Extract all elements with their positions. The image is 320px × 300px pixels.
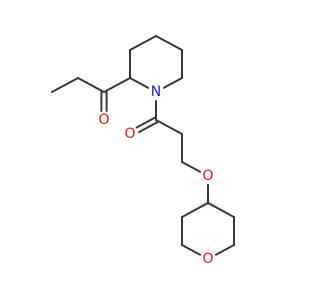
bond-amide-double-a bbox=[135, 116, 156, 129]
bond-oxane-4 bbox=[214, 244, 235, 256]
bond-ring-3 bbox=[155, 35, 183, 51]
bond-methyl-ethyl bbox=[51, 77, 79, 93]
atom-label-o4: O bbox=[202, 251, 213, 267]
atom-label-o2: O bbox=[124, 126, 135, 142]
bond-carbonyl-ring bbox=[103, 77, 131, 93]
bond-ring-6 bbox=[129, 77, 150, 89]
bond-oxane-1 bbox=[181, 202, 209, 218]
bond-chain-ether bbox=[181, 161, 202, 173]
bond-amide-chain bbox=[155, 119, 183, 135]
bond-ethyl-carbonyl bbox=[77, 77, 105, 93]
bond-ring-5 bbox=[162, 77, 183, 89]
bond-ring-2 bbox=[129, 35, 157, 51]
atom-label-o3: O bbox=[202, 168, 213, 184]
bond-amide-double-b bbox=[138, 121, 159, 134]
atom-label-o1: O bbox=[98, 112, 109, 128]
bond-oxane-6 bbox=[207, 202, 235, 218]
bond-oxane-3 bbox=[181, 244, 202, 256]
bond-layer bbox=[51, 35, 235, 256]
atom-label-n1: N bbox=[151, 84, 161, 100]
